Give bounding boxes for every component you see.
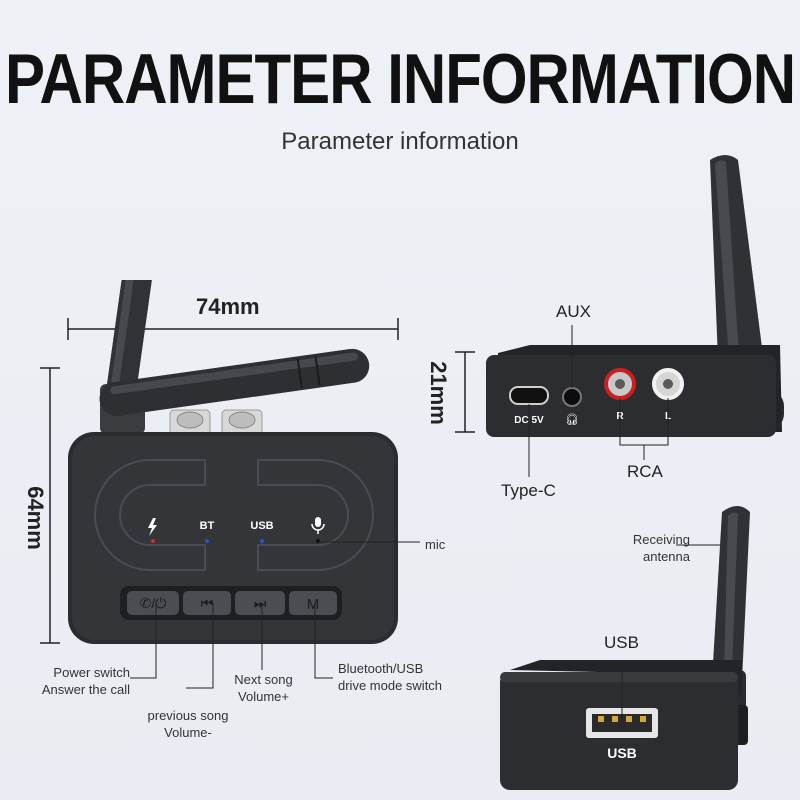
rca-label: RCA [627,462,663,481]
back-device-illustration: DC 5V 🎧︎ R L [455,155,784,477]
mic-callout: mic [425,537,446,552]
mode-callout: Bluetooth/USB drive mode switch [338,661,443,693]
bt-led [205,539,209,543]
side-device-illustration: USB [500,506,750,790]
type-c-port [509,386,549,405]
mode-button-label: M [307,596,320,613]
next-icon: ⏭ [254,595,267,611]
power-callout: Power switch Answer the call [41,665,130,697]
power-led [151,539,155,543]
phone-power-icon: ✆/⏻ [140,595,167,611]
previous-icon: ⏮ [201,595,214,611]
headphone-icon: 🎧︎ [565,413,579,426]
power-call-button: ✆/⏻ [127,591,179,615]
mic-icon [311,517,325,534]
mode-button: M [289,591,337,615]
aux-label: AUX [556,302,591,321]
antenna-callout: Receiving antenna [632,532,690,564]
previous-callout: previous song Volume- [147,708,229,740]
front-device-illustration: BT USB ✆/⏻ ⏮ ⏭ M [40,280,420,689]
width-dimension: 74mm [196,294,260,319]
page-title: PARAMETER INFORMATION [4,39,796,119]
page-subtitle: Parameter information [281,128,519,155]
type-c-label: Type-C [501,481,556,500]
lightning-icon [148,518,157,536]
next-callout: Next song Volume+ [234,672,293,704]
antenna [99,280,370,434]
usb-led [260,539,264,543]
usb-label: USB [604,633,639,652]
height-dimension: 64mm [22,486,48,550]
depth-dimension: 21mm [425,361,451,425]
aux-port [562,387,582,407]
usb-port-label: USB [607,745,637,761]
usb-indicator-label: USB [250,520,273,532]
previous-button: ⏮ [183,591,231,615]
bt-indicator-label: BT [200,520,215,532]
next-button: ⏭ [235,591,285,615]
